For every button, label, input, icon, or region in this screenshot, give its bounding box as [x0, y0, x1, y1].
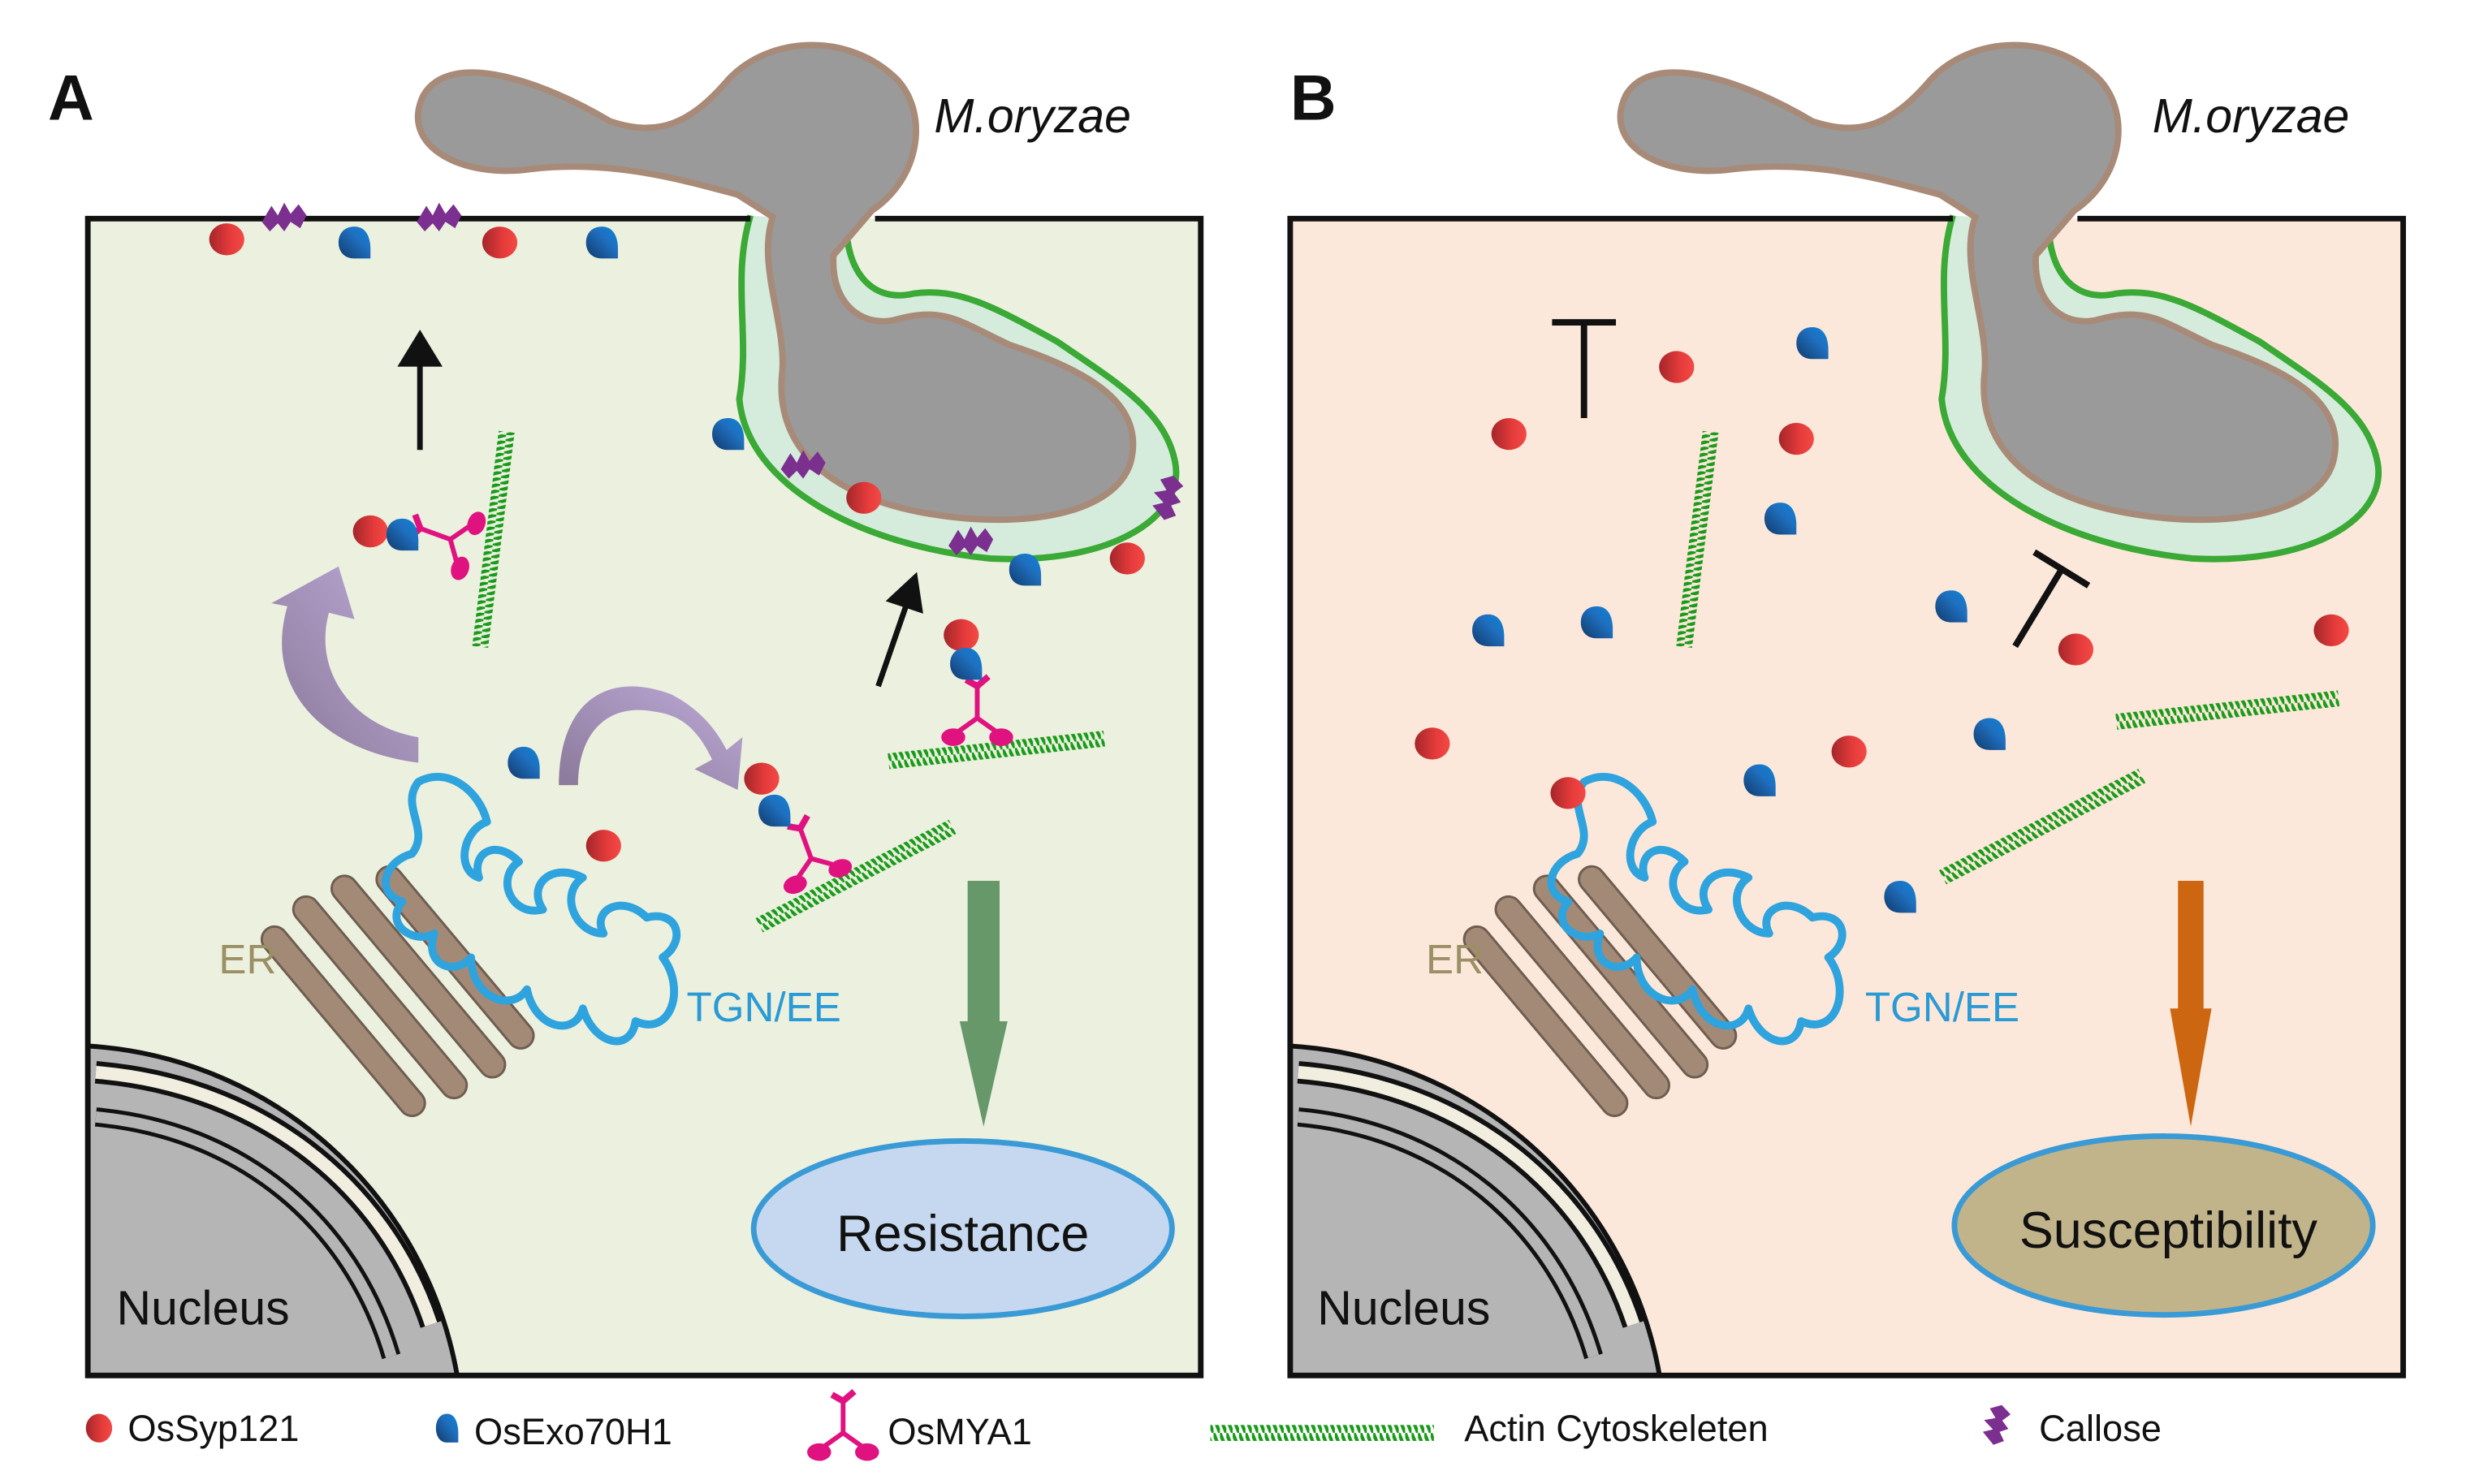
organism-label: M.oryzae: [2153, 90, 2350, 143]
legend-label: Actin Cytoskeleten: [1464, 1408, 1768, 1449]
nucleus-label: Nucleus: [117, 1282, 290, 1335]
secretion-arrow: [397, 330, 923, 688]
panel-label: B: [1290, 62, 1337, 133]
callose-icon: [1976, 1400, 2015, 1448]
legend-label: OsMYA1: [888, 1411, 1032, 1452]
cell-wall: [1287, 215, 2406, 1378]
cell-wall: [84, 215, 1204, 1378]
osexo70h1-icon: [435, 1413, 459, 1443]
outcome-label: Resistance: [836, 1206, 1089, 1262]
legend-label: Callose: [2039, 1408, 2162, 1449]
outcome-label: Susceptibility: [2019, 1202, 2318, 1259]
panel-b: Susceptibility B M.oryzae ER TGN/EE Nucl…: [1287, 45, 2406, 1378]
legend-item-ossyp121: OsSyp121: [85, 1408, 299, 1449]
resistance-arrow: [959, 881, 1008, 1127]
panel-label: A: [48, 62, 94, 133]
resistance-outcome: [750, 1137, 1175, 1320]
actin-icon: [1210, 1425, 1434, 1441]
legend-item-osexo70h1: OsExo70H1: [435, 1411, 672, 1452]
legend-label: OsSyp121: [127, 1408, 299, 1449]
inhibition-symbol: [1552, 319, 2091, 649]
susceptibility-outcome: [1951, 1133, 2376, 1318]
panel-a: Resistance A M.oryzae ER TGN/EE Nucleus: [48, 45, 1204, 1378]
legend-label: OsExo70H1: [474, 1411, 672, 1452]
susceptibility-arrow: [2170, 881, 2212, 1127]
nucleus-label: Nucleus: [1317, 1282, 1490, 1335]
legend-item-osmya1: OsMYA1: [808, 1391, 1032, 1460]
legend-item-callose: Callose: [1976, 1400, 2162, 1449]
organism-label: M.oryzae: [934, 90, 1131, 143]
tgn-label: TGN/EE: [687, 984, 841, 1030]
tgn-label: TGN/EE: [1865, 984, 2019, 1030]
osmya1-icon: [808, 1391, 879, 1460]
er-label: ER: [218, 936, 276, 982]
legend: OsSyp121 OsExo70H1 OsMYA1 Actin Cytoskel…: [85, 1391, 2162, 1460]
ossyp121-icon: [85, 1413, 113, 1443]
legend-item-actin: Actin Cytoskeleten: [1210, 1408, 1769, 1449]
purple-transport-arrow: [271, 566, 743, 790]
er-label: ER: [1426, 936, 1484, 982]
